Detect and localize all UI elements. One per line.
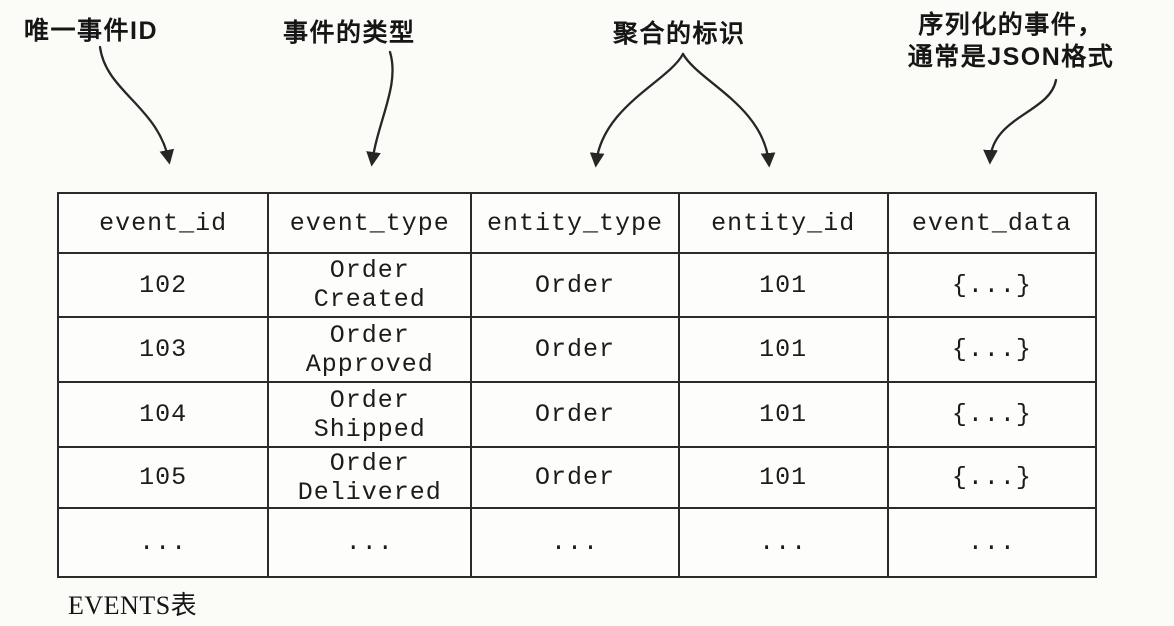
table-cell: 101 bbox=[679, 448, 889, 509]
table-cell: Order Created bbox=[269, 254, 473, 318]
column-header-entity-type: entity_type bbox=[472, 194, 680, 254]
table-cell: Order Shipped bbox=[269, 383, 473, 448]
table-cell: 102 bbox=[59, 254, 270, 318]
column-header-event-data: event_data bbox=[888, 194, 1095, 254]
table-cell: 104 bbox=[59, 383, 270, 448]
label-serialized-event-line2: 通常是JSON格式 bbox=[907, 43, 1115, 71]
table-cell: {...} bbox=[888, 254, 1095, 318]
table-cell: Order bbox=[472, 318, 680, 383]
table-cell: 101 bbox=[679, 383, 889, 448]
table-cell: Order bbox=[472, 383, 680, 448]
table-cell: ... bbox=[967, 528, 1016, 557]
table-cell: Order Delivered bbox=[269, 448, 473, 509]
table-cell: ... bbox=[472, 509, 680, 576]
events-table: event_id event_type entity_type entity_i… bbox=[57, 192, 1097, 578]
label-event-type: 事件的类型 bbox=[283, 19, 416, 47]
table-cell: {...} bbox=[888, 383, 1095, 448]
table-cell: ... bbox=[680, 509, 889, 576]
table-cell: ... bbox=[59, 509, 270, 576]
arrow-to-entity-type bbox=[589, 52, 685, 168]
table-cell: 105 bbox=[59, 448, 270, 509]
arrow-to-event-type bbox=[366, 50, 394, 167]
arrow-to-entity-id bbox=[681, 52, 776, 168]
label-unique-event-id: 唯一事件ID bbox=[24, 17, 159, 45]
table-caption: EVENTS表 bbox=[68, 591, 198, 620]
table-cell: Order Approved bbox=[269, 318, 473, 383]
table-cell: 101 bbox=[679, 318, 889, 383]
table-cell: 103 bbox=[59, 318, 270, 383]
table-cell: Order bbox=[472, 254, 680, 318]
label-serialized-event-line1: 序列化的事件， bbox=[918, 11, 1104, 39]
column-header-entity-id: entity_id bbox=[679, 194, 889, 254]
arrow-to-event-id bbox=[98, 45, 175, 165]
table-cell: {...} bbox=[888, 448, 1095, 509]
column-header-event-id: event_id bbox=[59, 194, 270, 254]
label-serialized-event: 序列化的事件， 通常是JSON格式 bbox=[890, 9, 1132, 73]
table-cell: ... bbox=[269, 509, 473, 576]
table-cell: 101 bbox=[679, 254, 889, 318]
arrow-to-event-data bbox=[983, 78, 1058, 165]
table-cell: {...} bbox=[888, 318, 1095, 383]
label-aggregate-id: 聚合的标识 bbox=[613, 20, 746, 48]
table-cell: Order bbox=[472, 448, 680, 509]
column-header-event-type: event_type bbox=[269, 194, 473, 254]
